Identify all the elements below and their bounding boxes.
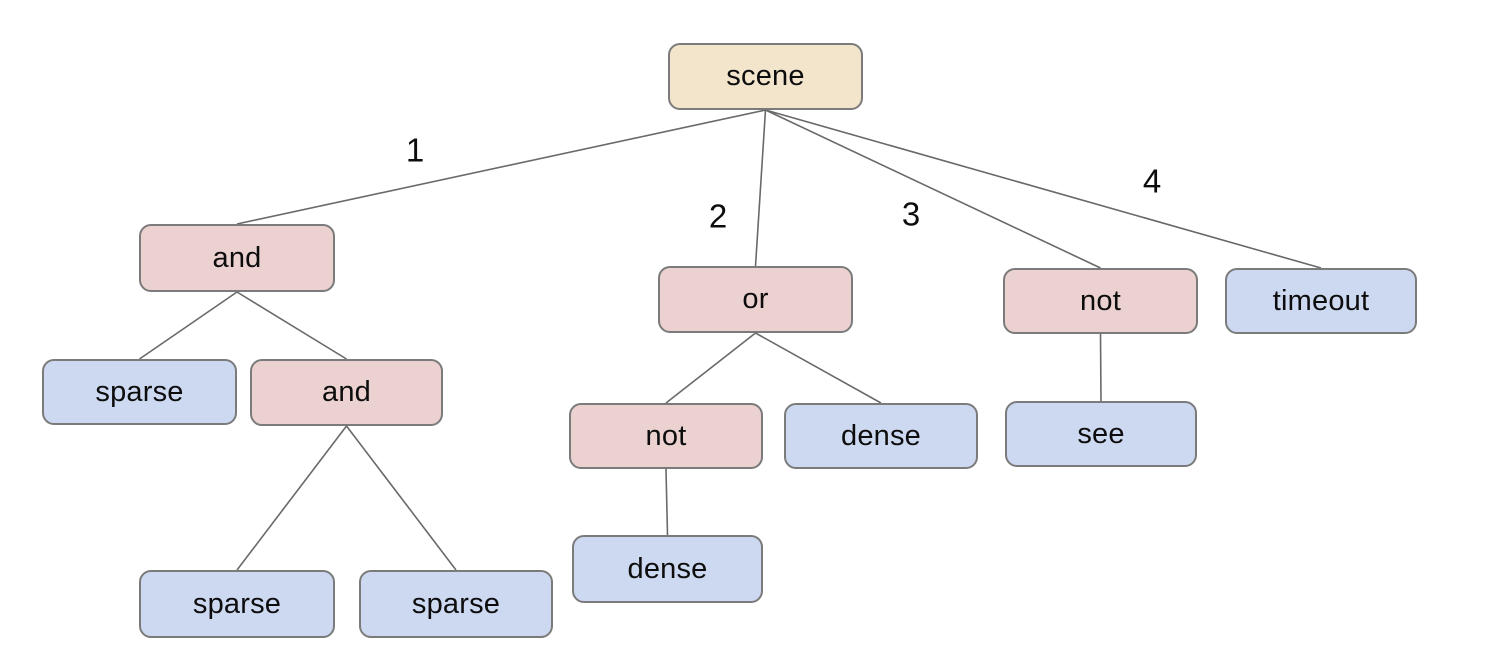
edge-and1-and2 xyxy=(236,291,347,360)
edge-scene-not1 xyxy=(765,109,1101,269)
edge-not1-see xyxy=(1099,333,1102,402)
edge-and2-sparse2 xyxy=(236,425,348,571)
edge-not2-dense2 xyxy=(665,468,669,536)
edge-and2-sparse3 xyxy=(345,425,457,571)
edge-scene-timeout xyxy=(765,109,1322,269)
edge-scene-or1 xyxy=(754,109,767,267)
edge-scene-and1 xyxy=(236,109,766,225)
edge-and1-sparse1 xyxy=(139,291,238,360)
edge-or1-dense1 xyxy=(755,332,882,404)
edge-or1-not2 xyxy=(665,332,756,404)
